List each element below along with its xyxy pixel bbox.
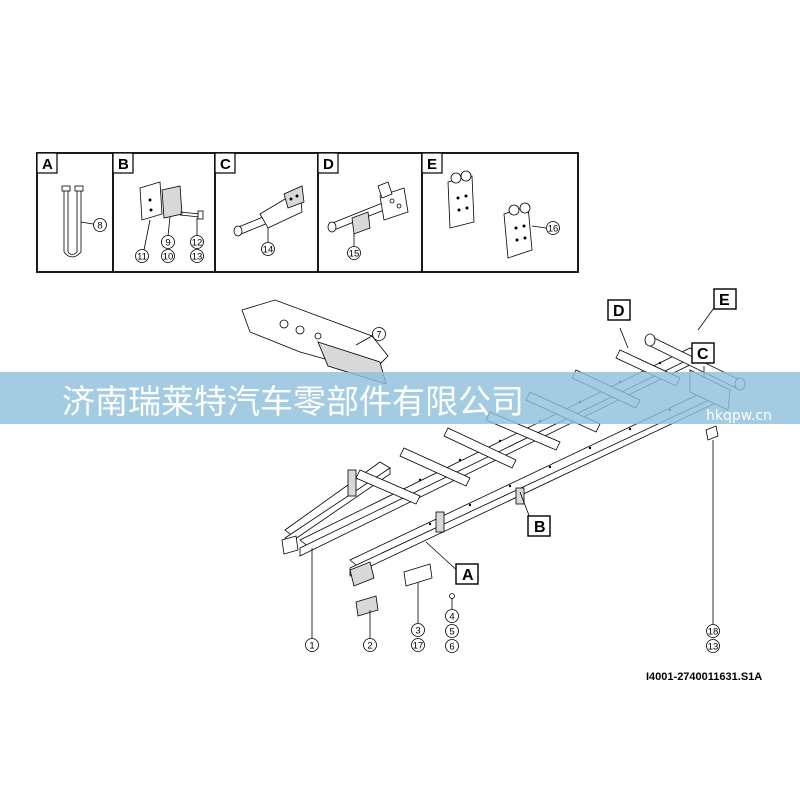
svg-text:A: A	[42, 156, 53, 173]
cell-e-label: E	[421, 152, 443, 174]
ref-box-d: D	[607, 299, 631, 321]
svg-text:8: 8	[97, 221, 102, 232]
callout-6: 6	[445, 639, 459, 653]
svg-text:3: 3	[415, 626, 420, 637]
callout-2: 2	[363, 638, 377, 652]
svg-text:15: 15	[349, 249, 360, 260]
svg-text:12: 12	[192, 238, 203, 249]
svg-text:C: C	[220, 156, 231, 173]
svg-text:10: 10	[163, 252, 174, 263]
svg-text:D: D	[323, 156, 334, 173]
callout-13-b: 13	[190, 249, 204, 263]
bracket-b-drawing	[139, 181, 204, 251]
watermark-text: 济南瑞莱特汽车零部件有限公司	[62, 382, 524, 421]
ref-box-a: A	[455, 563, 479, 585]
svg-text:18: 18	[708, 627, 719, 638]
callout-11: 11	[135, 249, 149, 263]
svg-text:B: B	[118, 156, 129, 173]
callout-9: 9	[161, 235, 175, 249]
callout-5: 5	[445, 624, 459, 638]
cell-d-label: D	[317, 152, 339, 174]
svg-text:13: 13	[708, 642, 719, 653]
callout-13-main: 13	[706, 639, 720, 653]
ref-box-c: C	[691, 342, 715, 364]
callout-17: 17	[411, 638, 425, 652]
svg-text:7: 7	[376, 330, 381, 341]
callout-4: 4	[445, 609, 459, 623]
svg-text:E: E	[719, 292, 730, 309]
cell-c-label: C	[214, 152, 236, 174]
svg-text:5: 5	[449, 627, 454, 638]
header-table: A B C D E	[36, 152, 579, 273]
svg-text:11: 11	[137, 252, 147, 263]
svg-text:6: 6	[449, 642, 454, 653]
svg-text:14: 14	[263, 245, 274, 256]
ref-box-e: E	[713, 288, 737, 310]
callout-8: 8	[93, 218, 107, 232]
svg-text:16: 16	[548, 224, 559, 235]
crossmember-c-drawing	[233, 185, 305, 242]
svg-text:A: A	[462, 567, 474, 584]
callout-3: 3	[411, 623, 425, 637]
cell-b-label: B	[112, 152, 134, 174]
callout-15: 15	[347, 246, 361, 260]
svg-text:D: D	[613, 303, 625, 320]
brackets-e-drawing	[447, 170, 547, 259]
svg-text:2: 2	[367, 641, 372, 652]
svg-text:9: 9	[165, 238, 170, 249]
svg-text:13: 13	[192, 252, 203, 263]
callout-14: 14	[261, 242, 275, 256]
svg-text:B: B	[534, 519, 546, 536]
u-bolt-drawing	[61, 185, 94, 258]
ref-box-b: B	[527, 515, 551, 537]
callout-18: 18	[706, 624, 720, 638]
crossmember-d-drawing	[327, 181, 409, 246]
callout-16: 16	[546, 221, 560, 235]
callout-7: 7	[372, 327, 386, 341]
svg-text:4: 4	[449, 612, 454, 623]
part-number: I4001-2740011631.S1A	[646, 671, 762, 683]
callout-10: 10	[161, 249, 175, 263]
cell-a-label: A	[36, 152, 58, 174]
watermark-site: hkqpw.cn	[706, 408, 772, 424]
watermark-banner: 济南瑞莱特汽车零部件有限公司 hkqpw.cn	[0, 372, 800, 424]
callout-12: 12	[190, 235, 204, 249]
svg-text:17: 17	[413, 641, 424, 652]
svg-text:1: 1	[309, 641, 314, 652]
svg-text:C: C	[697, 346, 709, 363]
chassis-frame	[241, 299, 746, 617]
svg-text:E: E	[427, 156, 437, 173]
callout-1: 1	[305, 638, 319, 652]
